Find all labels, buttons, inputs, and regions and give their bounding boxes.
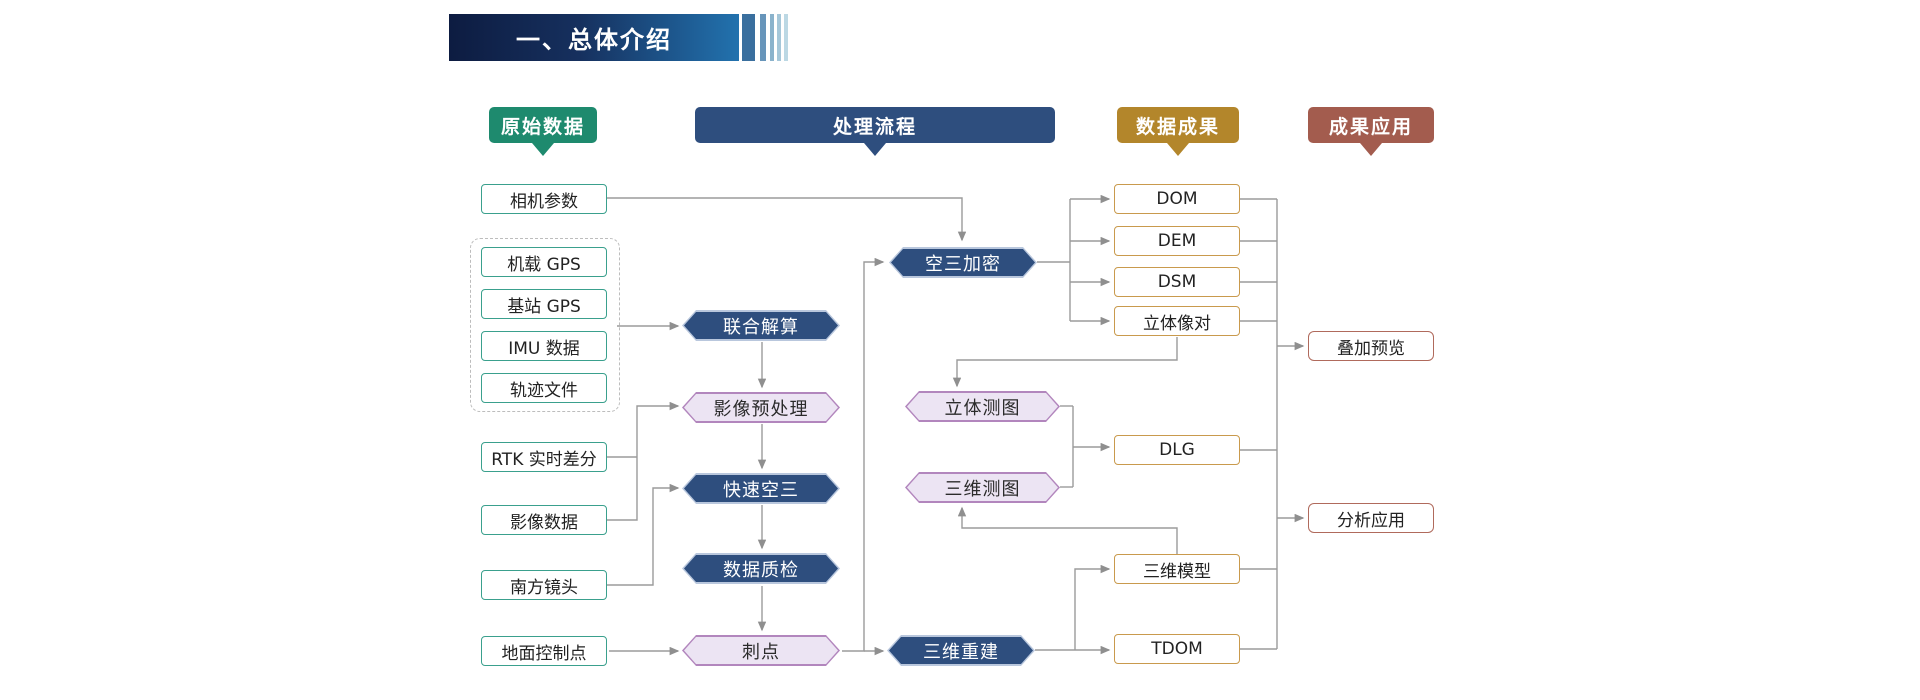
node-airborne-gps: 机载 GPS [481,247,607,277]
node-image-data-label: 影像数据 [510,512,578,533]
node-overlay-preview: 叠加预览 [1308,331,1434,361]
node-point-pricking-label: 刺点 [742,641,780,663]
banner-stripe [742,14,755,61]
node-point-pricking: 刺点 [682,635,840,666]
node-3d-reconstruction-label: 三维重建 [923,641,999,663]
node-dlg: DLG [1114,435,1240,465]
node-dem-label: DEM [1157,231,1197,251]
node-joint-solution-label: 联合解算 [723,316,799,338]
section-banner: 一、总体介绍 [449,14,739,61]
banner-stripe [770,14,774,61]
node-ground-control-point: 地面控制点 [481,636,607,666]
node-rtk-label: RTK 实时差分 [491,449,597,470]
banner-stripe [777,14,781,61]
node-3d-reconstruction: 三维重建 [887,635,1035,666]
header-raw-data-label: 原始数据 [500,115,585,138]
node-analysis-application-label: 分析应用 [1337,510,1405,531]
node-camera-params-label: 相机参数 [510,191,578,212]
node-tdom-label: TDOM [1151,639,1203,659]
node-aerotriangulation-densify-label: 空三加密 [925,253,1001,275]
node-base-gps: 基站 GPS [481,289,607,319]
node-stereo-mapping: 立体测图 [905,391,1060,422]
node-tdom: TDOM [1114,634,1240,664]
node-dsm-label: DSM [1157,272,1197,292]
banner-stripe [784,14,788,61]
node-camera-params: 相机参数 [481,184,607,214]
node-image-data: 影像数据 [481,505,607,535]
page-title: 一、总体介绍 [516,26,672,54]
node-track-file-label: 轨迹文件 [510,380,578,401]
header-process: 处理流程 [695,107,1055,143]
node-image-preprocess: 影像预处理 [682,392,840,423]
node-south-lens-label: 南方镜头 [510,577,578,598]
node-dom-label: DOM [1156,189,1198,209]
node-data-quality-check-label: 数据质检 [723,559,799,581]
node-stereo-pair: 立体像对 [1114,306,1240,336]
node-south-lens: 南方镜头 [481,570,607,600]
node-overlay-preview-label: 叠加预览 [1337,338,1405,359]
node-joint-solution: 联合解算 [682,310,840,341]
header-data-results: 数据成果 [1117,107,1239,143]
node-3d-mapping-label: 三维测图 [944,478,1021,500]
node-stereo-mapping-label: 立体测图 [944,397,1021,419]
node-dom: DOM [1114,184,1240,214]
node-dem: DEM [1114,226,1240,256]
node-imu-data: IMU 数据 [481,331,607,361]
node-aerotriangulation-densify: 空三加密 [889,247,1037,278]
banner-stripe [760,14,766,61]
node-data-quality-check: 数据质检 [682,553,840,584]
header-results-application: 成果应用 [1308,107,1434,143]
node-stereo-pair-label: 立体像对 [1143,313,1211,334]
node-track-file: 轨迹文件 [481,373,607,403]
node-dlg-label: DLG [1159,440,1195,460]
node-dsm: DSM [1114,267,1240,297]
node-ground-control-point-label: 地面控制点 [501,643,587,664]
node-analysis-application: 分析应用 [1308,503,1434,533]
node-3d-model-label: 三维模型 [1143,561,1211,582]
header-process-label: 处理流程 [832,115,917,138]
node-imu-data-label: IMU 数据 [508,338,580,359]
node-rtk: RTK 实时差分 [481,442,607,472]
gps-group-frame [470,238,620,412]
node-image-preprocess-label: 影像预处理 [713,398,809,420]
node-3d-mapping: 三维测图 [905,472,1060,503]
header-data-results-label: 数据成果 [1135,115,1220,138]
node-fast-aerotriangulation-label: 快速空三 [723,479,799,501]
node-base-gps-label: 基站 GPS [507,296,581,317]
node-3d-model: 三维模型 [1114,554,1240,584]
header-raw-data: 原始数据 [489,107,597,143]
node-fast-aerotriangulation: 快速空三 [682,473,840,504]
node-airborne-gps-label: 机载 GPS [507,254,581,275]
header-results-application-label: 成果应用 [1328,115,1413,138]
